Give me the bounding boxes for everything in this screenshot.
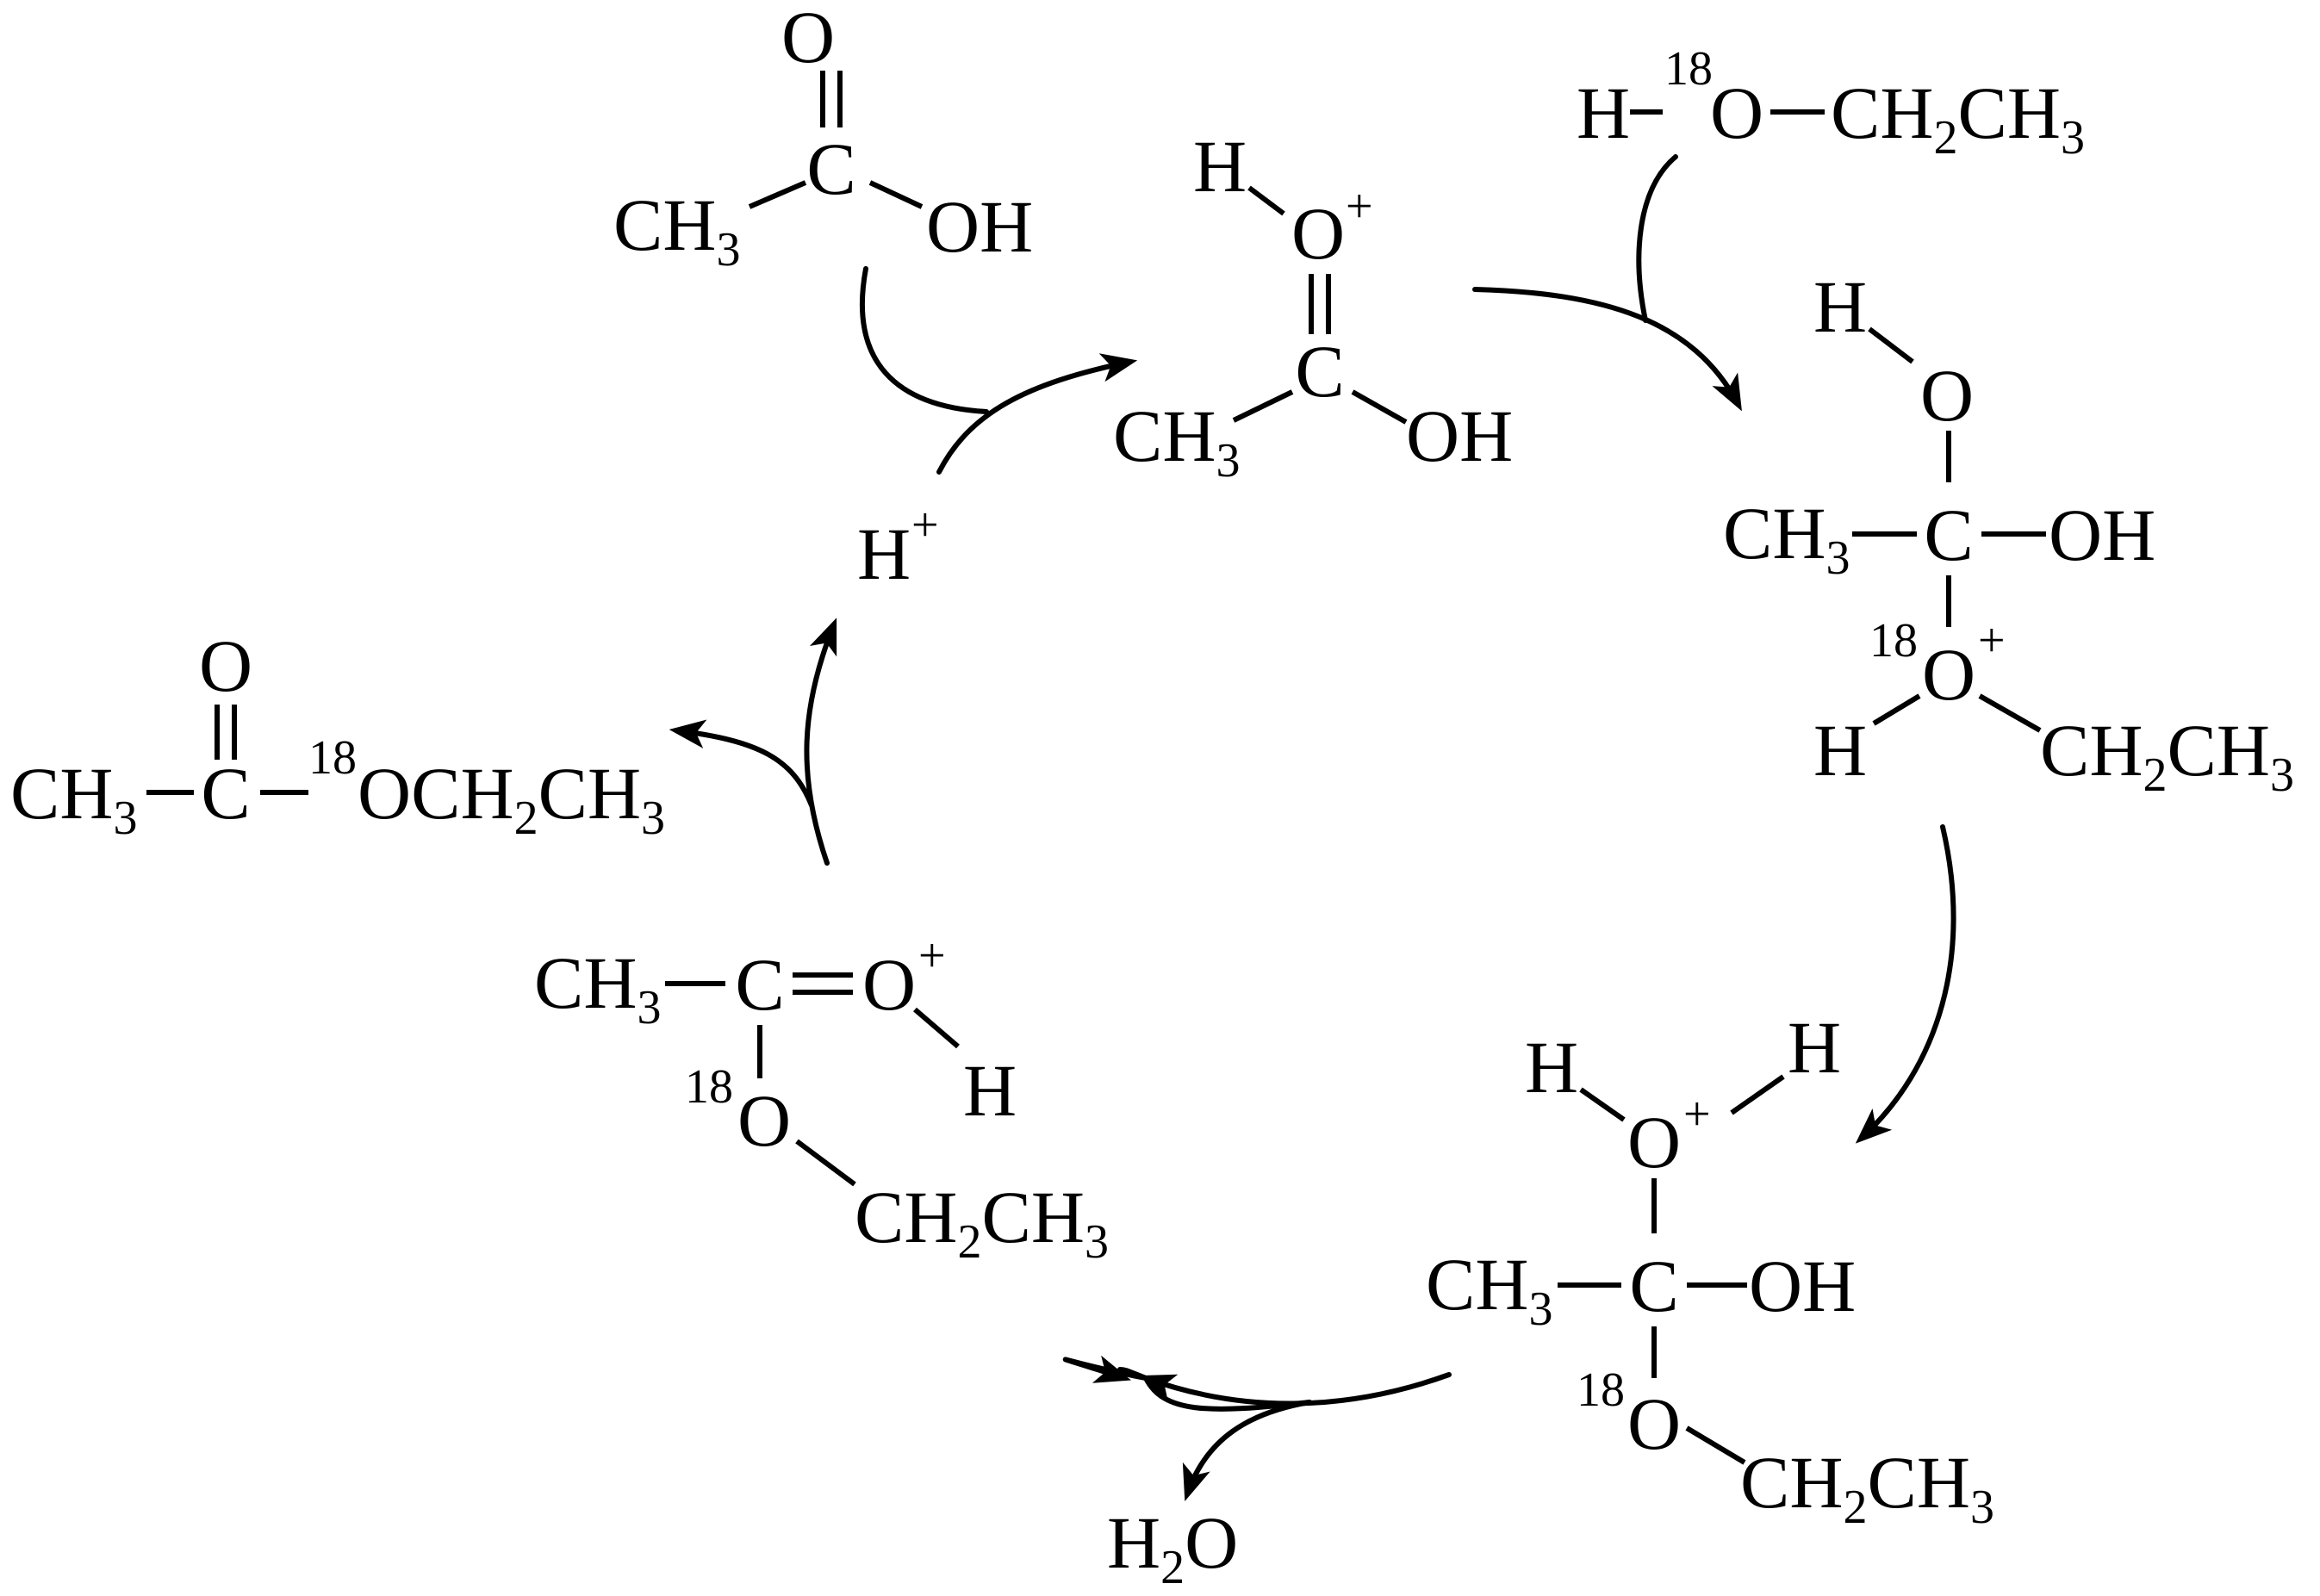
hydroxyl-group: OH xyxy=(2049,494,2155,576)
methyl-group: CH3 xyxy=(1426,1243,1552,1336)
reaction-arrow-curve xyxy=(1117,1367,1312,1412)
atom-o: O xyxy=(199,624,252,707)
atom-c: C xyxy=(806,127,855,210)
atom-h: H xyxy=(1193,125,1247,208)
isotope-label: 18 xyxy=(685,1060,733,1114)
hydroxyl-group: OH xyxy=(1406,394,1513,477)
charge-plus: + xyxy=(918,929,946,983)
atom-o: O xyxy=(1627,1382,1681,1465)
reaction-arrow-curve xyxy=(1855,824,1956,1144)
reaction-arrow-curve xyxy=(1182,1400,1312,1501)
hydroxyl-group: OH xyxy=(1749,1245,1856,1327)
bond-line xyxy=(1351,389,1408,425)
isotope-label: 18 xyxy=(308,731,357,785)
atom-h: H xyxy=(857,512,911,595)
bond-line xyxy=(1868,326,1914,364)
reaction-arrow-curve xyxy=(1636,154,1678,323)
protonated-ester: CH3 C O + H 18 O CH2CH3 xyxy=(534,929,1109,1269)
bond-line xyxy=(868,180,924,209)
tetrahedral-intermediate-1: H O CH3 C OH 18 O + H CH2CH3 xyxy=(1723,265,2294,802)
tetrahedral-intermediate-2: H H O + CH3 C OH 18 O CH2CH3 xyxy=(1426,1006,1994,1534)
reaction-arrow-curve xyxy=(804,618,837,866)
reaction-arrow-curve xyxy=(1062,1355,1148,1383)
bond-line xyxy=(795,1139,856,1187)
bond-line xyxy=(1978,693,2042,733)
atom-h: H xyxy=(1813,709,1867,792)
protonated-acetic-acid: H O + C CH3 OH xyxy=(1113,125,1513,487)
reaction-arrow-curve xyxy=(936,353,1138,475)
atom-h: H xyxy=(1577,71,1630,154)
reaction-arrow-curve xyxy=(1139,1372,1452,1407)
atom-o: O xyxy=(1627,1101,1681,1183)
bond-line xyxy=(1232,389,1294,423)
charge-plus: + xyxy=(911,499,939,552)
atom-h: H xyxy=(1788,1006,1841,1089)
acetic-acid: O C CH3 OH xyxy=(613,0,1033,276)
isotope-label: 18 xyxy=(1577,1363,1625,1417)
atom-c: C xyxy=(1924,494,1973,576)
ethyl-group: CH2CH3 xyxy=(1740,1441,1994,1534)
charge-plus: + xyxy=(1683,1088,1711,1141)
bond-line xyxy=(1730,1074,1785,1115)
atom-o: O xyxy=(1922,633,1975,716)
ethyl-group: CH2CH3 xyxy=(855,1176,1109,1269)
reaction-arrow-curve xyxy=(860,266,989,414)
ethyl-acetate-18o: O CH3 C 18 OCH2CH3 xyxy=(10,624,665,845)
methyl-group: CH3 xyxy=(534,941,661,1034)
ethoxy-group: OCH2CH3 xyxy=(358,752,665,845)
bond-line xyxy=(1579,1087,1626,1122)
charge-plus: + xyxy=(1978,614,2006,668)
reaction-arrow-curve xyxy=(669,719,814,808)
bond-line xyxy=(1247,185,1285,216)
isotope-label: 18 xyxy=(1869,614,1918,668)
methyl-group: CH3 xyxy=(1113,394,1240,487)
atom-o: O xyxy=(737,1079,791,1162)
ethyl-group: CH2CH3 xyxy=(2040,709,2294,802)
bond-line xyxy=(913,1007,960,1049)
atom-o: O xyxy=(862,943,916,1026)
ethanol-18o: H 18 O CH2CH3 xyxy=(1577,42,2085,165)
atom-h: H xyxy=(1525,1026,1578,1109)
atom-c: C xyxy=(735,943,784,1026)
atom-h: H xyxy=(963,1049,1017,1132)
atom-o: O xyxy=(1920,354,1974,437)
methyl-group: CH3 xyxy=(10,752,137,845)
proton: H + xyxy=(857,499,939,595)
atom-o: O xyxy=(1291,192,1345,275)
atom-o: O xyxy=(781,0,835,78)
bond-line xyxy=(1872,693,1921,726)
hydroxyl-group: OH xyxy=(926,185,1033,268)
atom-c: C xyxy=(201,752,250,835)
bond-line xyxy=(748,180,807,209)
ethyl-group: CH2CH3 xyxy=(1831,71,2085,165)
bond-line xyxy=(1685,1425,1746,1465)
atom-h: H xyxy=(1813,265,1867,348)
water-formula: H2O xyxy=(1107,1501,1238,1594)
water-molecule: H2O xyxy=(1107,1501,1238,1594)
atom-o: O xyxy=(1710,71,1763,154)
isotope-label: 18 xyxy=(1664,42,1713,96)
methyl-group: CH3 xyxy=(613,183,740,276)
charge-plus: + xyxy=(1346,180,1373,233)
reaction-arrow-curve xyxy=(1472,287,1742,412)
methyl-group: CH3 xyxy=(1723,492,1850,585)
atom-c: C xyxy=(1629,1245,1678,1327)
atom-c: C xyxy=(1295,330,1344,413)
